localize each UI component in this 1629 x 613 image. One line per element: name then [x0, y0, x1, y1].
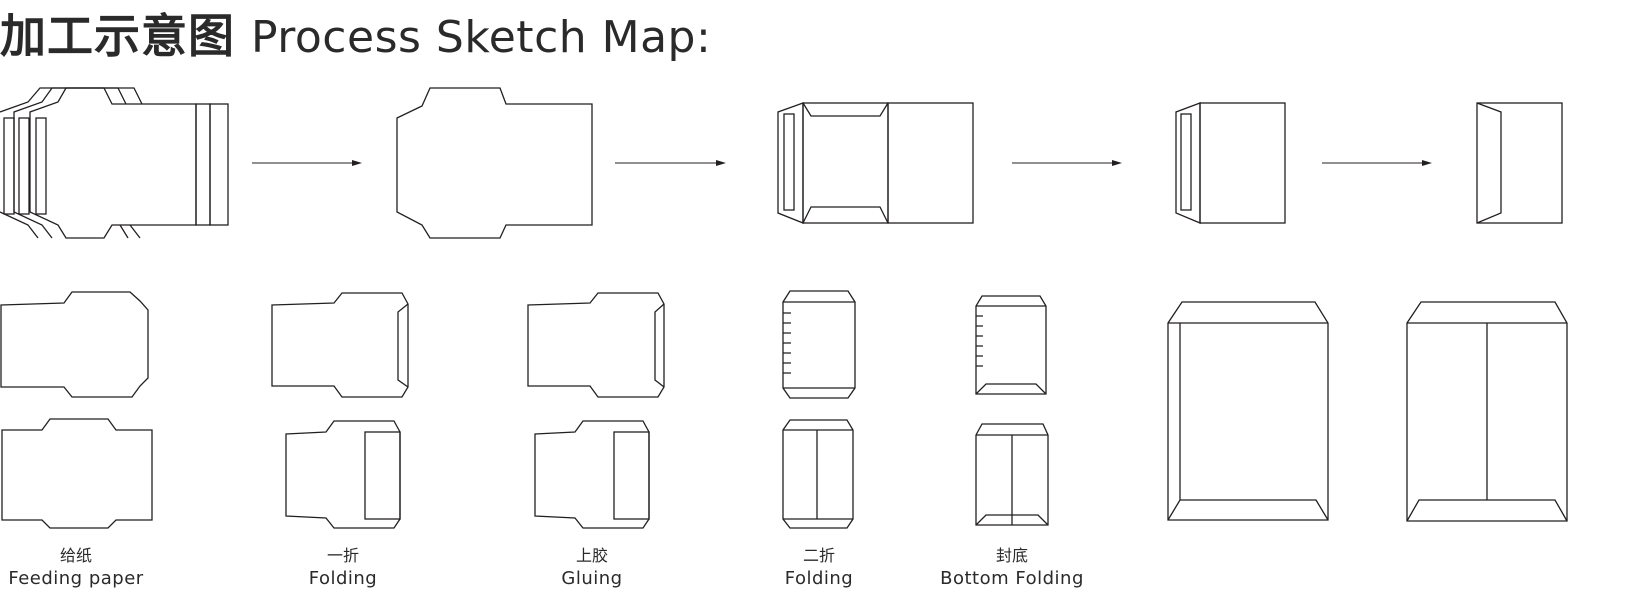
top-second-fold: [1175, 102, 1286, 224]
title-english: Process Sketch Map:: [251, 12, 712, 63]
arrow-4: [1322, 160, 1432, 166]
mid-second-fold-sheet: [782, 290, 856, 399]
caption-feeding: 给纸 Feeding paper: [8, 545, 143, 591]
caption-folding-1-zh: 一折: [326, 546, 359, 565]
large-envelope-2: [1406, 301, 1568, 522]
top-finished-envelope: [1476, 102, 1563, 224]
caption-folding-2-en: Folding: [784, 568, 854, 589]
top-feeding-stack: [0, 87, 229, 239]
caption-gluing: 上胶 Gluing: [561, 545, 622, 591]
title-chinese: 加工示意图: [0, 9, 235, 63]
low-gluing-sheet: [534, 420, 650, 529]
caption-feeding-zh: 给纸: [59, 546, 93, 565]
low-second-fold-sheet: [782, 419, 854, 529]
low-bottom-fold-sheet: [975, 423, 1049, 526]
low-folding-sheet: [285, 420, 401, 529]
mid-gluing-sheet: [527, 292, 665, 398]
caption-gluing-en: Gluing: [561, 568, 623, 589]
arrow-1: [252, 160, 362, 166]
caption-bottom-folding-en: Bottom Folding: [940, 568, 1084, 589]
arrow-2: [615, 160, 726, 166]
large-envelope-1: [1167, 301, 1329, 521]
arrow-3: [1012, 160, 1122, 166]
caption-feeding-en: Feeding paper: [8, 568, 144, 589]
caption-bottom-folding-zh: 封底: [995, 546, 1029, 565]
caption-gluing-zh: 上胶: [575, 546, 609, 565]
mid-bottom-fold-sheet: [975, 295, 1047, 395]
page-title: 加工示意图 Process Sketch Map:: [0, 0, 711, 63]
top-folded-sheet: [777, 102, 974, 224]
caption-folding-2: 二折 Folding: [785, 545, 854, 591]
top-single-sheet: [396, 87, 593, 239]
caption-folding-1: 一折 Folding: [309, 545, 378, 591]
mid-feeding-sheet: [0, 291, 149, 398]
caption-bottom-folding: 封底 Bottom Folding: [940, 545, 1084, 591]
caption-folding-1-en: Folding: [308, 568, 378, 589]
caption-folding-2-zh: 二折: [802, 546, 835, 565]
low-feeding-sheet: [1, 418, 153, 529]
mid-folding-sheet: [271, 292, 409, 398]
